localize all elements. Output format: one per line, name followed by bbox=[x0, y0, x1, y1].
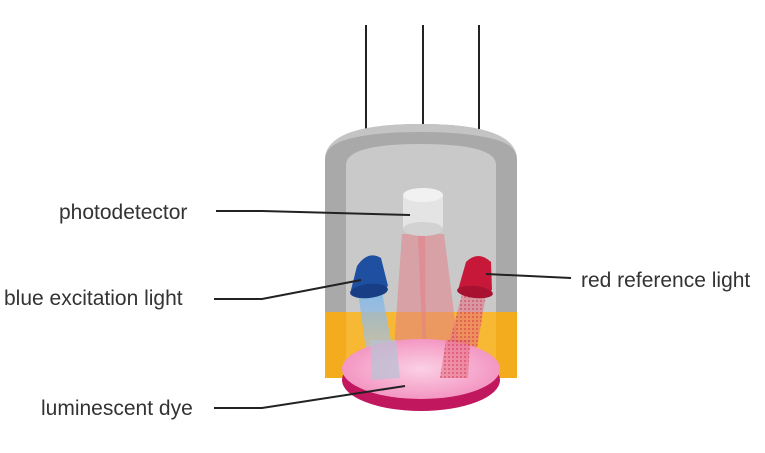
blue-led-lens bbox=[350, 283, 388, 299]
detector-bottom bbox=[403, 222, 443, 236]
dye-disc-icon bbox=[342, 339, 500, 411]
housing-top-rim bbox=[325, 124, 517, 160]
leader-red-light bbox=[485, 273, 572, 279]
blue-led-icon bbox=[350, 255, 388, 299]
leader-dye bbox=[214, 385, 406, 409]
red-reference-light-label: red reference light bbox=[581, 269, 751, 292]
red-beam-lower bbox=[440, 340, 470, 378]
leader-blue-light bbox=[214, 279, 362, 300]
leader-photodetector bbox=[216, 210, 411, 216]
red-led-icon bbox=[457, 256, 493, 299]
red-led-body bbox=[458, 256, 492, 295]
luminescent-dye-label: luminescent dye bbox=[41, 397, 193, 420]
dye-surface bbox=[342, 339, 500, 399]
photodetector-label: photodetector bbox=[59, 201, 188, 224]
detector-top bbox=[403, 188, 443, 202]
blue-beam-lower bbox=[370, 340, 400, 380]
beam-overlay bbox=[370, 340, 470, 380]
leader-lines bbox=[214, 210, 572, 409]
blue-led-body bbox=[351, 255, 388, 294]
photodetector-icon bbox=[403, 188, 443, 236]
red-led-lens bbox=[457, 285, 493, 299]
blue-excitation-light-label: blue excitation light bbox=[4, 287, 183, 310]
